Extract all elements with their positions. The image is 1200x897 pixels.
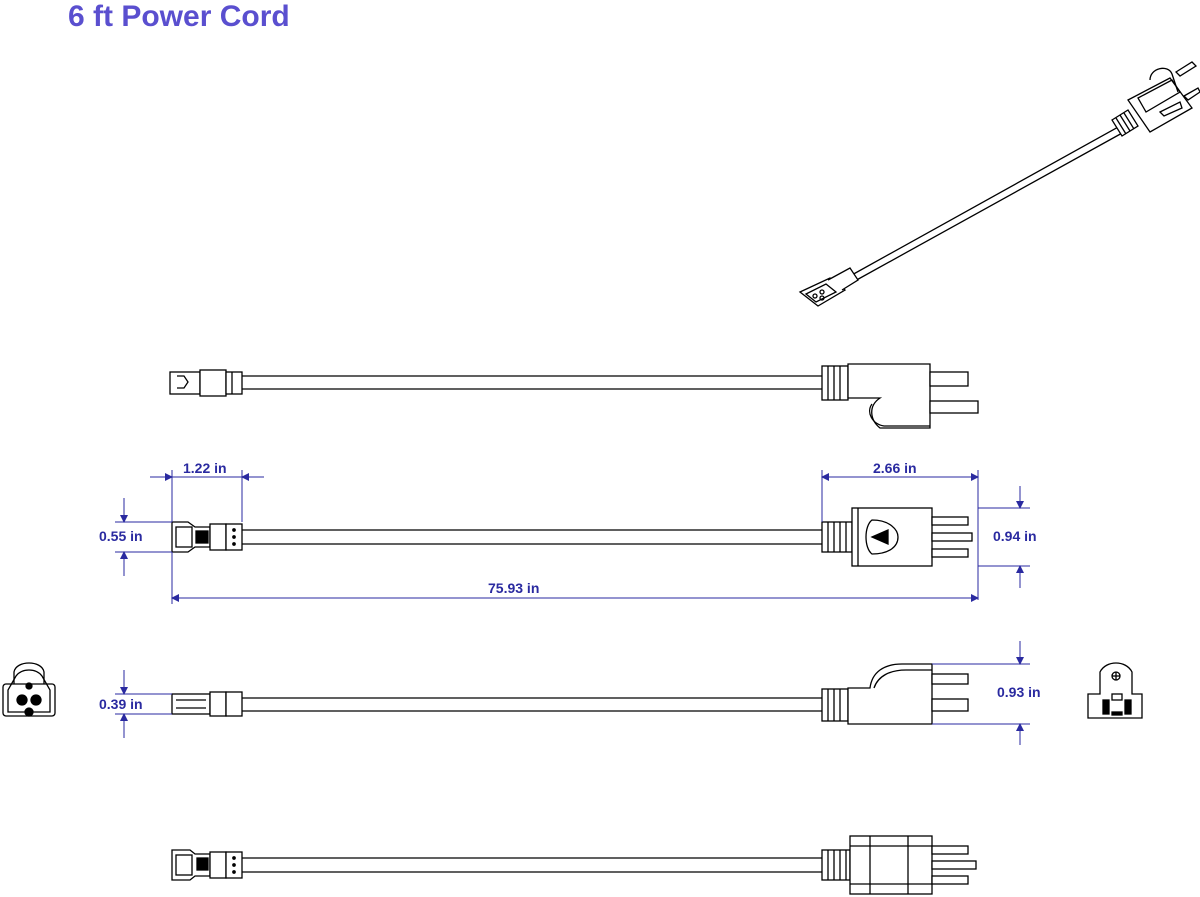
dim-overall-length: 75.93 in: [488, 580, 539, 596]
dim-nema-plug-thickness: 0.93 in: [997, 684, 1041, 700]
dim-iec-plug-height: 0.55 in: [99, 528, 143, 544]
iec-end-view: [2, 662, 56, 717]
nema-end-view: [1087, 662, 1143, 719]
dimension-lines-view3: [115, 641, 1030, 745]
isometric-view: [798, 61, 1200, 307]
dim-iec-plug-thickness: 0.39 in: [99, 696, 143, 712]
view-bottom: [171, 835, 977, 895]
dim-nema-plug-length: 2.66 in: [873, 460, 917, 476]
dim-iec-plug-length: 1.22 in: [183, 460, 227, 476]
view-side: [171, 663, 969, 725]
page-title: 6 ft Power Cord: [68, 0, 290, 33]
view-front-dimensioned: [171, 507, 973, 567]
dim-nema-plug-height: 0.94 in: [993, 528, 1037, 544]
dimension-lines-view2: [115, 470, 1030, 604]
view-top-plan: [169, 363, 979, 429]
